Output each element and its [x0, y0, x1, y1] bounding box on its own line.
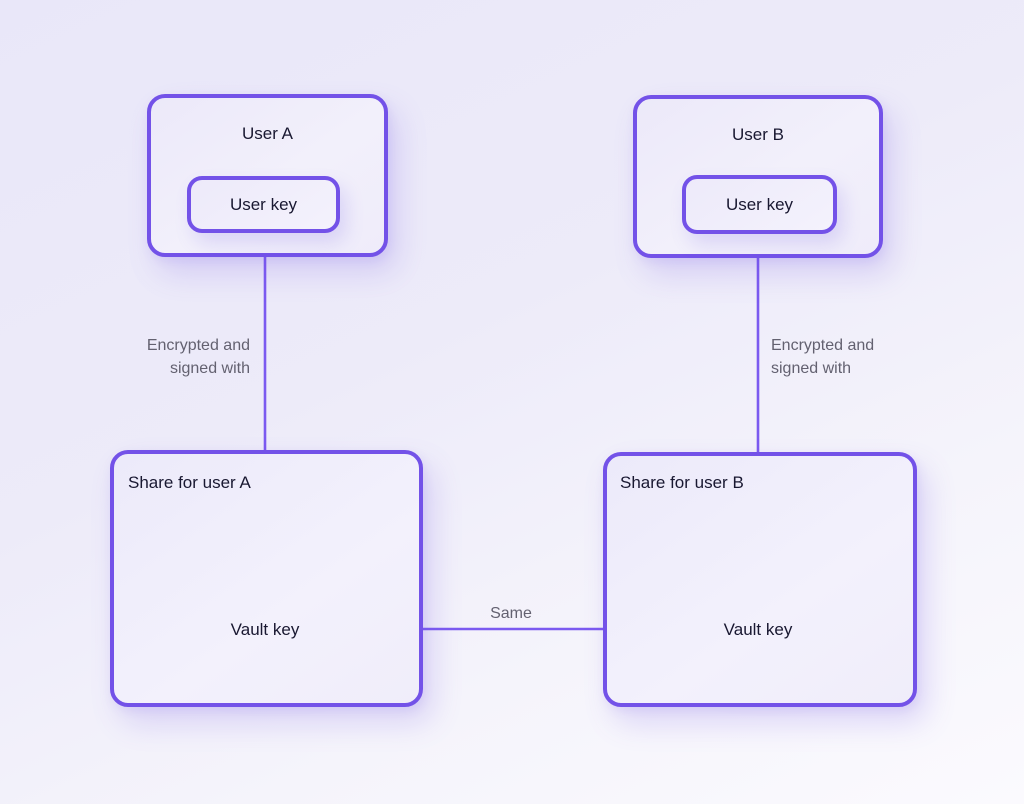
edge-label-same: Same	[490, 605, 532, 622]
edge-label-encrypted-a: Encrypted and signed with	[146, 337, 250, 377]
node-user-key-a-label: User key	[229, 194, 298, 214]
node-user-key-b-label: User key	[725, 194, 794, 214]
node-user-a-title: User A	[241, 124, 294, 143]
vault-key-b-label: Vault key	[723, 620, 793, 639]
edge-label-encrypted-b: Encrypted and signed with	[771, 337, 875, 377]
node-user-key-a: User key	[187, 176, 340, 233]
vault-key-a-label: Vault key	[230, 620, 300, 639]
node-user-key-b: User key	[682, 175, 837, 234]
node-user-b-title: User B	[732, 125, 784, 144]
node-share-b: Share for user B	[603, 452, 917, 707]
node-share-a: Share for user A	[110, 450, 423, 707]
node-share-b-title: Share for user B	[620, 473, 744, 492]
node-share-a-title: Share for user A	[128, 473, 251, 492]
